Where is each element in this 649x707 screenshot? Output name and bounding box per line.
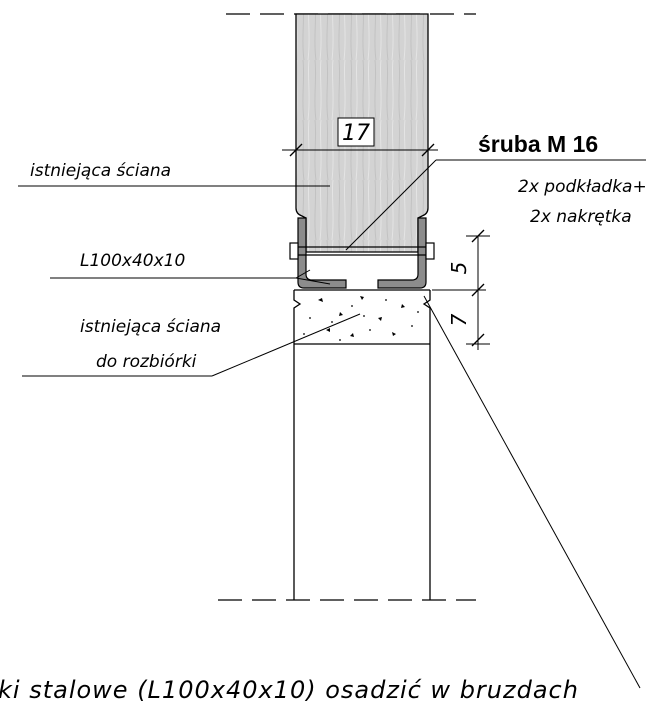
label-angle-profile: L100x40x10 bbox=[50, 251, 331, 285]
dimension-wall-thickness: 17 bbox=[282, 117, 438, 157]
label-existing-wall: istniejąca ściana bbox=[18, 161, 330, 187]
existing-wall-text: istniejąca ściana bbox=[30, 161, 171, 181]
demolish-line1-text: istniejąca ściana bbox=[80, 317, 221, 337]
dimension-5-text: 5 bbox=[447, 262, 471, 275]
label-bolt: śruba M 16 2x podkładka+ 2x nakrętka bbox=[345, 131, 647, 251]
bottom-note-text: ki stalowe (L100x40x10) osadzić w bruzda… bbox=[0, 676, 579, 704]
bolt-m16 bbox=[289, 242, 435, 260]
bolt-note-line1-text: 2x podkładka+ bbox=[518, 177, 647, 197]
label-wall-to-demolish: istniejąca ściana do rozbiórki bbox=[22, 313, 361, 377]
steel-angle-left bbox=[297, 217, 347, 289]
lower-wall-section bbox=[293, 344, 431, 600]
leader-to-bottom-note bbox=[423, 295, 641, 689]
demolish-line2-text: do rozbiórki bbox=[96, 352, 197, 372]
dimension-vertical: 5 7 bbox=[432, 229, 490, 350]
bolt-title-text: śruba M 16 bbox=[478, 131, 598, 157]
steel-angle-right bbox=[377, 217, 427, 289]
wall-to-demolish bbox=[293, 289, 431, 345]
dimension-17-text: 17 bbox=[342, 121, 370, 146]
bolt-note-line2-text: 2x nakrętka bbox=[530, 207, 632, 227]
dimension-7-text: 7 bbox=[447, 313, 471, 326]
angle-profile-text: L100x40x10 bbox=[80, 251, 185, 271]
